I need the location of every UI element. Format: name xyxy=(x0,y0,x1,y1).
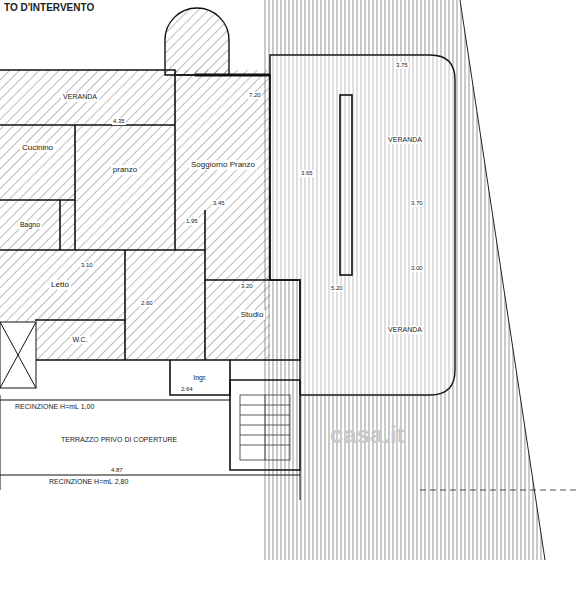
drawing-title: TO D'INTERVENTO xyxy=(4,2,94,13)
room: Letto xyxy=(5,265,115,305)
room-name: Letto xyxy=(49,280,71,289)
room-name: pranzo xyxy=(111,165,139,174)
note: TERRAZZO PRIVO DI COPERTURE xyxy=(60,436,178,444)
dimension: 4.35 xyxy=(112,118,126,125)
room-name: Cucinino xyxy=(20,143,55,152)
dimension: 4.87 xyxy=(110,467,124,474)
room: VERANDA xyxy=(10,80,150,115)
room: pranzo xyxy=(80,150,170,190)
dimension: 3.75 xyxy=(395,62,409,69)
watermark: casa.it xyxy=(330,422,405,448)
room: W.C. xyxy=(40,325,120,355)
room: VERANDA xyxy=(360,120,450,160)
dimension: 2.60 xyxy=(140,300,154,307)
walls xyxy=(0,70,352,470)
dimension: 3.20 xyxy=(240,283,254,290)
note: RECINZIONE H=mL 1,00 xyxy=(14,403,95,411)
room: VERANDA xyxy=(360,310,450,350)
room-name: W.C. xyxy=(70,336,89,344)
room: Soggiorno Pranzo xyxy=(178,140,268,190)
dimension: 3.00 xyxy=(410,265,424,272)
room-name: Studio xyxy=(239,310,266,319)
room: Cucinino xyxy=(5,130,70,165)
room-name: Ingr. xyxy=(191,374,209,382)
dimension: 2.64 xyxy=(180,386,194,393)
veranda-outline xyxy=(270,55,455,395)
note: RECINZIONE H=mL 2,80 xyxy=(48,478,129,486)
room: Studio xyxy=(208,295,296,335)
dimension: 5.20 xyxy=(330,285,344,292)
room-name: Bagno xyxy=(18,221,42,229)
dimension: 3.10 xyxy=(80,262,94,269)
entrance-symbol xyxy=(0,322,36,388)
room-name: VERANDA xyxy=(386,326,424,334)
room: Bagno xyxy=(3,205,57,245)
dimension: 3.65 xyxy=(300,170,314,177)
dimension: 1.95 xyxy=(185,218,199,225)
room-name: VERANDA xyxy=(61,93,99,101)
room-name: VERANDA xyxy=(386,136,424,144)
site-hatching xyxy=(262,0,545,560)
round-tower xyxy=(165,8,229,75)
dimension: 3.45 xyxy=(212,200,226,207)
stairs xyxy=(240,395,290,460)
dimension: 3.70 xyxy=(410,200,424,207)
room-name: Soggiorno Pranzo xyxy=(189,160,257,169)
dimension: 7.20 xyxy=(248,92,262,99)
